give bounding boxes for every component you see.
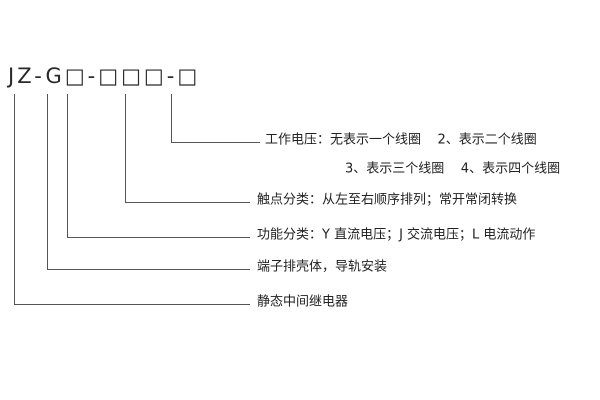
connector-relay-type-line xyxy=(14,94,250,305)
connector-contact-class-line xyxy=(125,94,250,203)
connector-working-voltage-line xyxy=(171,94,260,143)
label-housing: 端子排壳体，导轨安装 xyxy=(257,259,388,275)
label-working-voltage-line2: 3、表示三个线圈 4、表示四个线圈 xyxy=(345,161,561,177)
label-contact-class: 触点分类：从左至右顺序排列；常开常闭转换 xyxy=(257,192,518,208)
connector-housing-line xyxy=(47,94,250,270)
label-function-class: 功能分类：Y 直流电压；J 交流电压；L 电流动作 xyxy=(257,227,536,243)
label-relay-type: 静态中间继电器 xyxy=(257,294,349,310)
label-working-voltage-line1: 工作电压：无表示一个线圈 2、表示二个线圈 xyxy=(265,132,537,148)
model-code: JZ-G□-□□□-□ xyxy=(8,64,201,88)
connector-function-class-line xyxy=(67,94,250,238)
